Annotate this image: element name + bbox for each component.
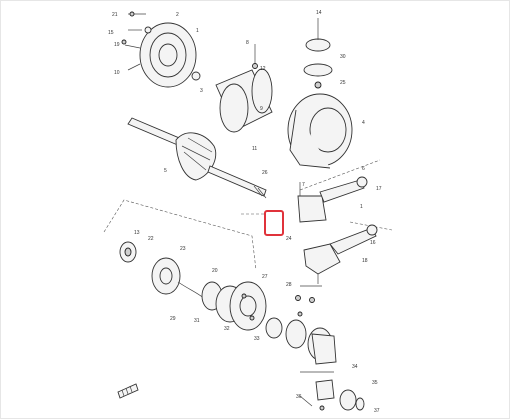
part-label: 34 bbox=[352, 364, 358, 370]
part-label: 32 bbox=[224, 326, 230, 332]
part-label: 36 bbox=[296, 394, 302, 400]
lower-hub-set bbox=[265, 285, 337, 365]
part-label: 35 bbox=[372, 380, 378, 386]
part-label: 11 bbox=[252, 146, 257, 152]
part-label: 17 bbox=[376, 186, 382, 192]
part-label: 7 bbox=[302, 182, 305, 188]
part-label: 37 bbox=[374, 408, 380, 414]
flange-cover-part bbox=[124, 22, 201, 88]
cylinder-boot-part bbox=[215, 44, 273, 133]
part-label: 27 bbox=[262, 274, 268, 280]
part-label: 24 bbox=[286, 236, 292, 242]
part-label: 14 bbox=[316, 10, 322, 16]
part-label: 4 bbox=[362, 120, 365, 126]
part-label: 29 bbox=[170, 316, 176, 322]
part-label: 25 bbox=[340, 80, 346, 86]
part-number-callouts: 21 15 19 2 1 10 3 8 12 14 30 25 9 4 11 5… bbox=[108, 10, 382, 414]
small-bolts-top-left bbox=[121, 11, 146, 45]
part-label: 12 bbox=[260, 66, 266, 72]
highlighted-part-marker[interactable] bbox=[264, 210, 284, 236]
part-label: 23 bbox=[180, 246, 186, 252]
part-label: 20 bbox=[212, 268, 218, 274]
part-label: 30 bbox=[340, 54, 346, 60]
part-label: 13 bbox=[134, 230, 140, 236]
upper-arm-part bbox=[297, 176, 368, 223]
part-label: 31 bbox=[194, 318, 200, 324]
guide-line bbox=[240, 159, 381, 215]
steering-knuckle-part bbox=[287, 18, 353, 169]
part-label: 26 bbox=[262, 170, 268, 176]
part-label: 21 bbox=[112, 12, 118, 18]
part-label: 8 bbox=[246, 40, 249, 46]
part-label: 18 bbox=[362, 258, 368, 264]
part-label: 22 bbox=[148, 236, 154, 242]
part-label: 3 bbox=[200, 88, 203, 94]
part-label: 33 bbox=[254, 336, 260, 342]
part-label: 15 bbox=[108, 30, 114, 36]
part-label: 5 bbox=[164, 168, 167, 174]
part-label: 6 bbox=[362, 166, 365, 172]
drive-shaft-part bbox=[127, 117, 267, 199]
part-label: 19 bbox=[114, 42, 120, 48]
part-label: 10 bbox=[114, 70, 120, 76]
part-label: 16 bbox=[370, 240, 376, 246]
part-label: 1 bbox=[196, 28, 199, 34]
hub-bearing-set bbox=[119, 241, 267, 331]
part-label: 1 bbox=[360, 204, 363, 210]
part-label: 2 bbox=[176, 12, 179, 18]
part-label: 28 bbox=[286, 282, 292, 288]
lower-arm-part bbox=[303, 224, 378, 284]
part-label: 9 bbox=[260, 106, 263, 112]
threaded-stud-part bbox=[117, 383, 139, 399]
guide-line bbox=[103, 199, 257, 271]
bottom-small-parts bbox=[299, 371, 365, 411]
